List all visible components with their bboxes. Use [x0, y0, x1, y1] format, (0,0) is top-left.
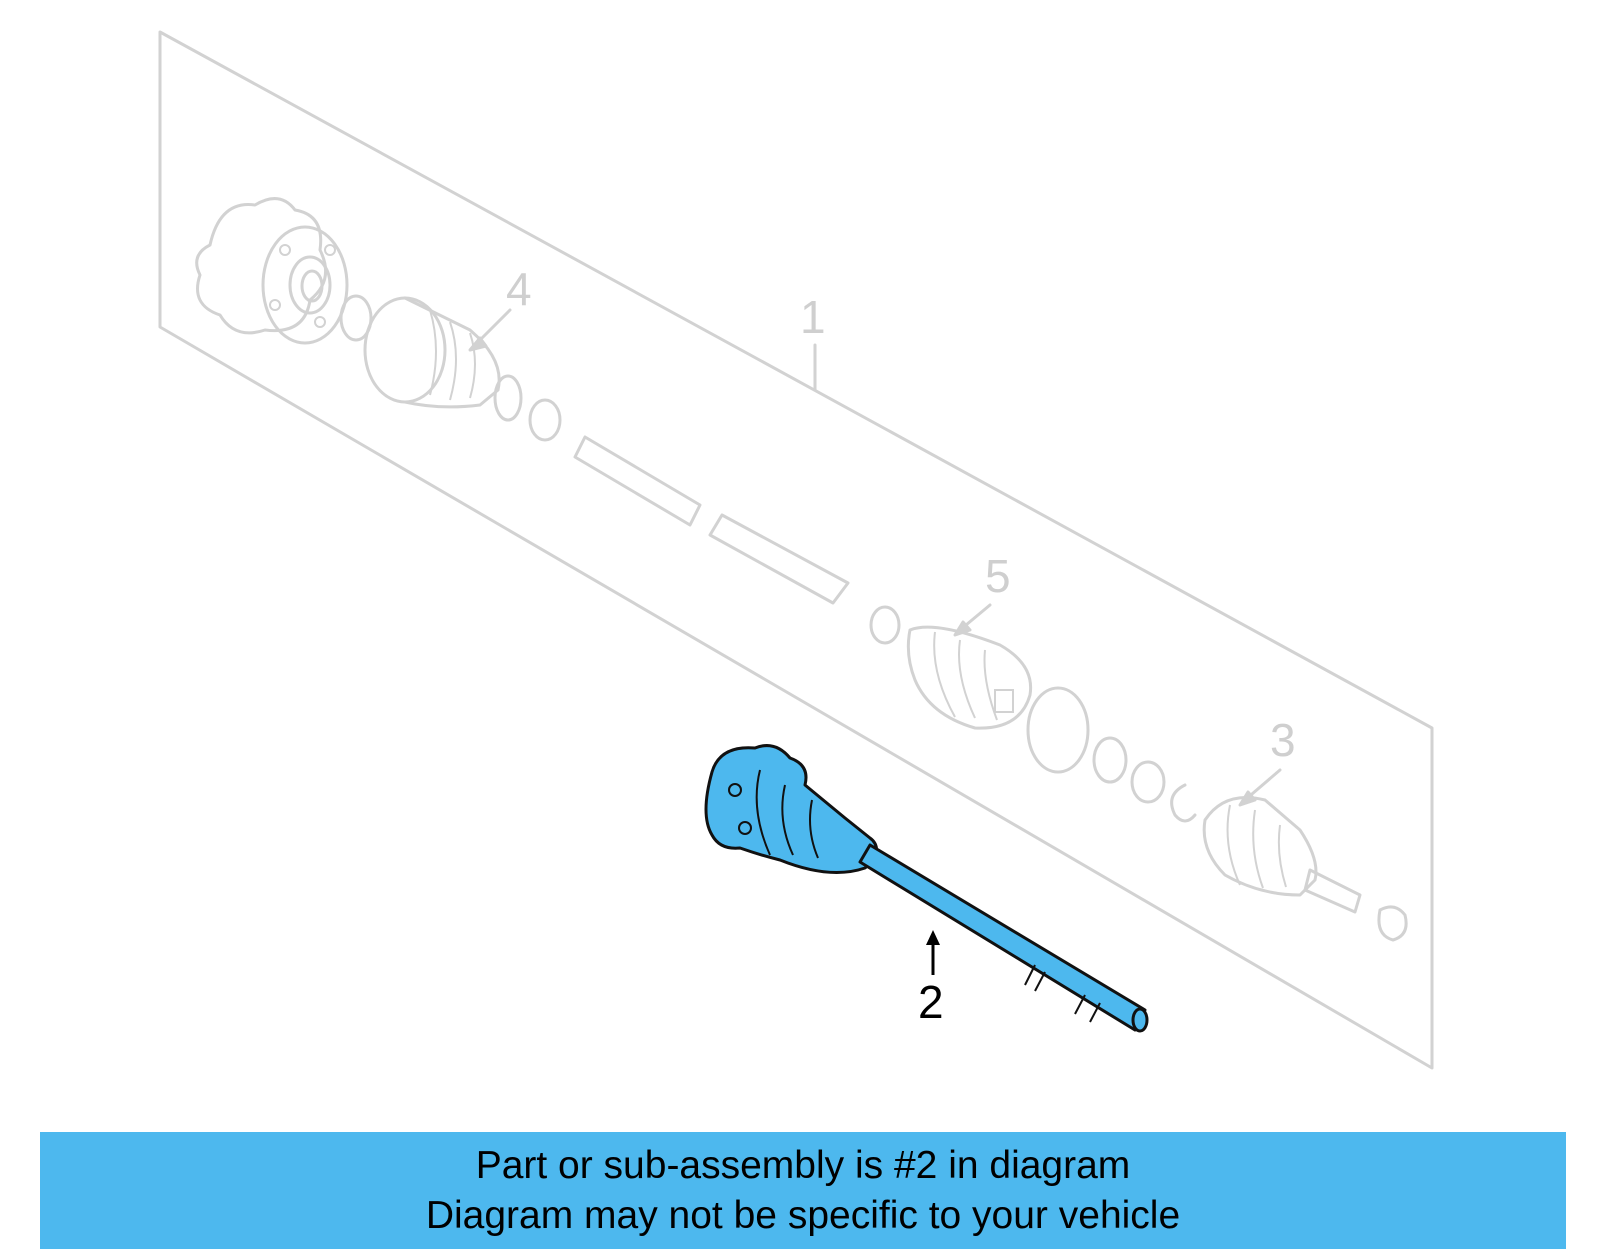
assembly-frame — [158, 30, 1434, 1070]
callout-1: 1 — [800, 291, 826, 343]
callout-2: 2 — [918, 976, 944, 1028]
outer-joint-ghost — [1202, 796, 1408, 942]
callout-4: 4 — [506, 263, 532, 315]
callout-5: 5 — [985, 550, 1011, 602]
shaft-segment-ghost-1 — [573, 435, 702, 527]
washer-ghost — [339, 294, 373, 342]
clamp-ghost-1 — [528, 398, 562, 442]
banner-line-1: Part or sub-assembly is #2 in diagram — [475, 1143, 1131, 1187]
cv-joint-ghost — [1026, 686, 1197, 823]
callout-3: 3 — [1270, 714, 1296, 766]
highlighted-part-2[interactable] — [704, 744, 1149, 1033]
shaft-segment-ghost-2 — [708, 513, 850, 605]
hub-flange-ghost — [195, 197, 349, 345]
banner-line-2: Diagram may not be specific to your vehi… — [425, 1193, 1181, 1237]
leader-2-arrowhead — [926, 930, 940, 945]
inner-boot-ghost — [906, 625, 1033, 730]
clamp-ghost-2 — [869, 605, 901, 645]
parts-diagram: 1 4 5 3 2 — [158, 30, 1434, 1070]
outer-cv-joint-ghost — [363, 296, 523, 422]
info-banner: Part or sub-assembly is #2 in diagram Di… — [40, 1132, 1566, 1249]
